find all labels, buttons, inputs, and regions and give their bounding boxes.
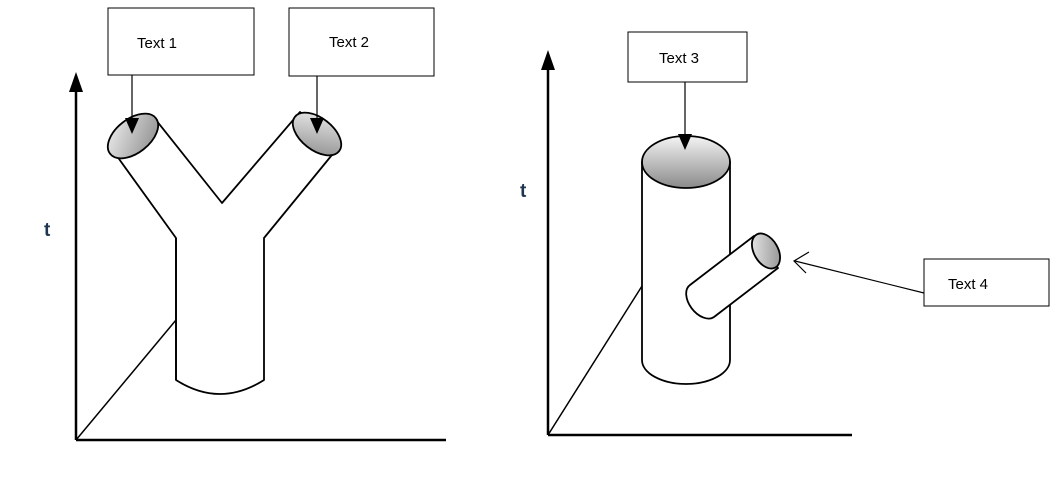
callout-text-3: Text 3 [627, 31, 748, 150]
branch-cylinder-cap [751, 232, 781, 270]
y-tube [113, 111, 337, 395]
left-depth-axis [75, 319, 177, 441]
callout-arrow-1-head-icon [125, 118, 139, 134]
callout-text-1: Text 1 [107, 7, 255, 134]
left-axis-label: t [44, 220, 51, 241]
callout-arrow-3-head-icon [678, 134, 692, 150]
callout-arrow-2-head-icon [310, 118, 324, 134]
callout-box-3 [627, 31, 748, 83]
callout-label-4: Text 4 [948, 276, 988, 293]
right-diagram: t Text 3 Text 4 [520, 31, 1050, 437]
callout-label-1: Text 1 [137, 35, 177, 52]
callout-box-1 [107, 7, 255, 76]
right-axes [546, 66, 852, 437]
main-cylinder [641, 135, 731, 385]
right-axis-label: t [520, 181, 527, 202]
callout-label-3: Text 3 [659, 50, 699, 67]
left-axes [74, 88, 446, 442]
callout-label-2: Text 2 [329, 34, 369, 51]
y-tube-left-cap [106, 112, 160, 160]
callout-text-4: Text 4 [793, 251, 1050, 307]
callout-text-2: Text 2 [288, 7, 435, 134]
callout-box-2 [288, 7, 435, 77]
branch-cylinder [685, 232, 781, 320]
callout-box-4 [923, 258, 1050, 307]
right-t-axis-arrow-icon [541, 50, 555, 70]
callout-arrow-4-line [794, 260, 925, 294]
left-diagram: t Text 1 Text 2 [44, 7, 446, 442]
callout-arrow-4-head-icon [793, 251, 810, 274]
left-t-axis-arrow-icon [69, 72, 83, 92]
right-depth-axis [547, 285, 643, 436]
